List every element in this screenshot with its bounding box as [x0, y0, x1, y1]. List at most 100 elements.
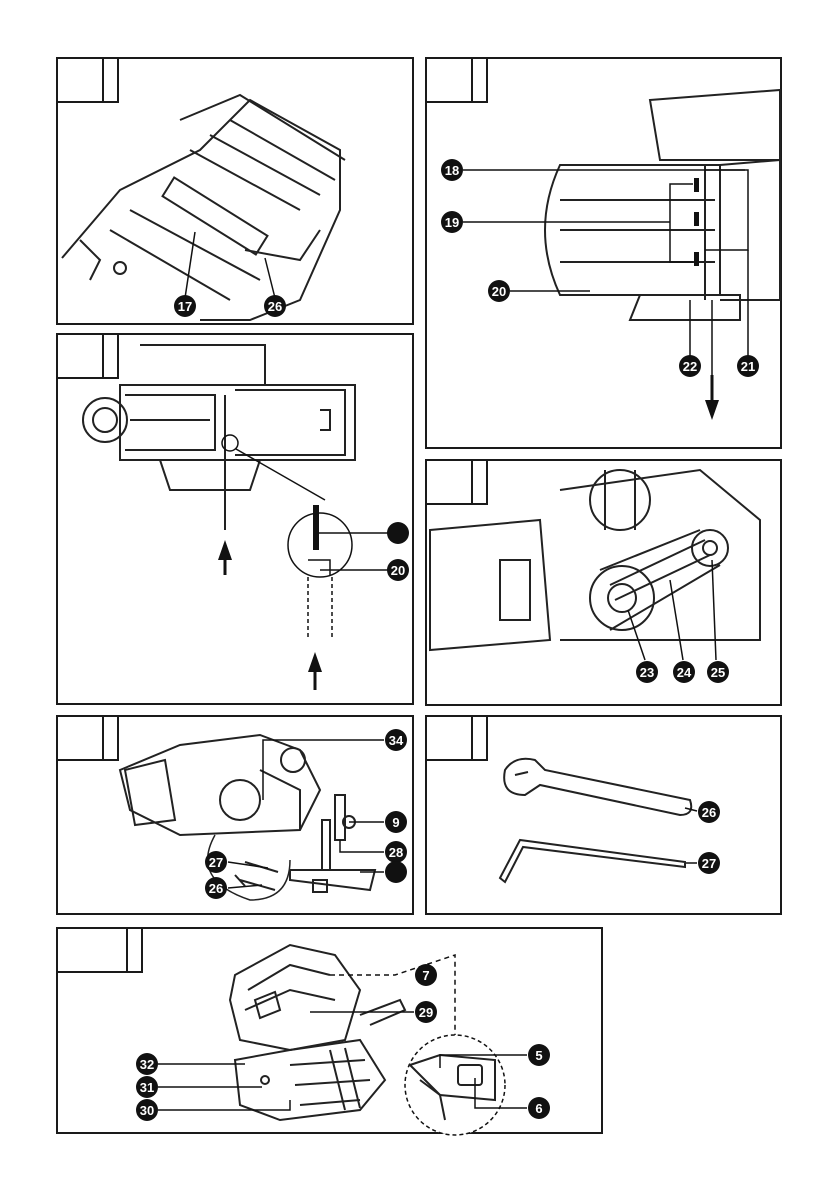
leader-30 [158, 1100, 290, 1110]
callout-28: 28 [385, 841, 407, 863]
svg-text:6: 6 [535, 1101, 542, 1116]
callout-26-e: 26 [205, 877, 227, 899]
leader-21 [705, 170, 748, 250]
depth-guide-drawing [290, 795, 375, 892]
detail-zoom [288, 513, 352, 577]
panel-b-tab-edge [472, 58, 487, 102]
leader-23 [628, 610, 645, 660]
svg-text:27: 27 [209, 855, 223, 870]
svg-text:28: 28 [389, 845, 403, 860]
callout-24: 24 [673, 661, 695, 683]
svg-text:23: 23 [640, 665, 654, 680]
callout-29: 29 [415, 1001, 437, 1023]
callout-20-c: 20 [387, 559, 409, 581]
svg-text:20: 20 [492, 284, 506, 299]
svg-text:31: 31 [140, 1080, 154, 1095]
callout-18: 18 [441, 159, 463, 181]
wrench-small [235, 875, 275, 890]
svg-text:26: 26 [268, 299, 282, 314]
panel-b-frame [426, 58, 781, 448]
svg-text:32: 32 [140, 1057, 154, 1072]
leader-24 [670, 580, 683, 660]
panel-g: 7 29 5 32 31 30 6 [57, 928, 602, 1135]
svg-text:26: 26 [702, 805, 716, 820]
planer-body-drawing [62, 95, 345, 320]
callout-20-b: 20 [488, 280, 510, 302]
panel-c: 20 [57, 334, 413, 704]
callout-6: 6 [528, 1097, 550, 1119]
svg-text:27: 27 [702, 856, 716, 871]
svg-text:30: 30 [140, 1103, 154, 1118]
callout-22: 22 [679, 355, 701, 377]
svg-text:18: 18 [445, 163, 459, 178]
svg-text:26: 26 [209, 881, 223, 896]
svg-text:21: 21 [741, 359, 755, 374]
panel-b-label-tab [426, 58, 472, 102]
panel-e: 34 9 28 27 26 [57, 716, 413, 914]
panel-e-tab-edge [103, 716, 118, 760]
belt-drive-drawing [430, 470, 760, 650]
panel-a: 17 26 [57, 58, 413, 324]
port-detail-circle [405, 1035, 505, 1135]
leader-26-a [265, 258, 275, 298]
dashed-link [330, 955, 455, 1035]
svg-text:20: 20 [391, 563, 405, 578]
callout-34: 34 [385, 729, 407, 751]
dashed-rod [308, 577, 332, 640]
svg-text:5: 5 [535, 1048, 542, 1063]
down-arrow [705, 400, 719, 420]
callout-27-f: 27 [698, 852, 720, 874]
bracket-19 [670, 184, 693, 262]
svg-text:24: 24 [677, 665, 692, 680]
callout-26-f: 26 [698, 801, 720, 823]
panel-d-tab-edge [472, 460, 487, 504]
callout-blank-e [385, 861, 407, 883]
panel-e-frame [57, 716, 413, 914]
zoom-line [236, 449, 325, 500]
callout-32: 32 [136, 1053, 158, 1075]
svg-text:9: 9 [392, 815, 399, 830]
callout-27-e: 27 [205, 851, 227, 873]
planer-top-view-drawing [83, 345, 355, 490]
panel-f-tab-edge [472, 716, 487, 760]
svg-text:22: 22 [683, 359, 697, 374]
panel-e-label-tab [57, 716, 103, 760]
callout-19: 19 [441, 211, 463, 233]
leader-34 [263, 740, 384, 800]
callout-26-a: 26 [264, 295, 286, 317]
blade-drum-drawing [545, 90, 780, 320]
up-arrow-1 [218, 540, 232, 560]
panel-f-frame [426, 716, 781, 914]
panel-c-tab-edge [103, 334, 118, 378]
svg-text:29: 29 [419, 1005, 433, 1020]
callout-9: 9 [385, 811, 407, 833]
callout-25: 25 [707, 661, 729, 683]
callout-blank-c [387, 522, 409, 544]
callout-23: 23 [636, 661, 658, 683]
panel-d: 23 24 25 [426, 460, 781, 705]
leader-28 [340, 840, 384, 852]
callout-21: 21 [737, 355, 759, 377]
panel-a-label-tab [57, 58, 103, 102]
panel-d-label-tab [426, 460, 472, 504]
callout-31: 31 [136, 1076, 158, 1098]
svg-text:34: 34 [389, 733, 404, 748]
callout-17: 17 [174, 295, 196, 317]
panel-g-tab-edge [127, 928, 142, 972]
panel-g-label-tab [57, 928, 127, 972]
battery-pack-drawing [230, 945, 360, 1050]
detail-blade [313, 505, 319, 550]
panel-a-tab-edge [103, 58, 118, 102]
planer-accessory-drawing [120, 735, 320, 835]
callout-7: 7 [415, 964, 437, 986]
panel-f-label-tab [426, 716, 472, 760]
callout-30: 30 [136, 1099, 158, 1121]
svg-text:19: 19 [445, 215, 459, 230]
slot-markers [694, 178, 699, 266]
open-wrench-drawing [504, 759, 691, 815]
svg-text:17: 17 [178, 299, 192, 314]
panel-b: 18 19 20 22 21 [426, 58, 781, 448]
callout-5: 5 [528, 1044, 550, 1066]
panel-c-label-tab [57, 334, 103, 378]
